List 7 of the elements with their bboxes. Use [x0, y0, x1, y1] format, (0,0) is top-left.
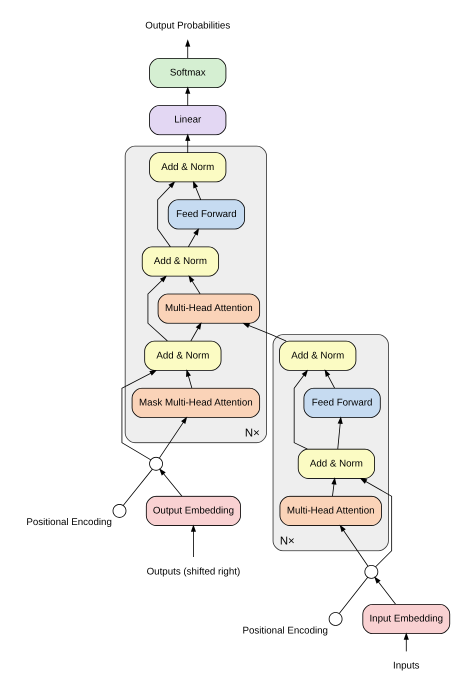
node-text: Inputs — [392, 660, 420, 672]
node-label: Positional Encoding — [242, 625, 328, 636]
node-text: Outputs (shifted right) — [146, 566, 240, 578]
node-label: N× — [244, 427, 260, 440]
node-text: Output Probabilities — [144, 20, 230, 32]
node-label: Positional Encoding — [26, 517, 112, 528]
node-label: N× — [279, 535, 294, 548]
